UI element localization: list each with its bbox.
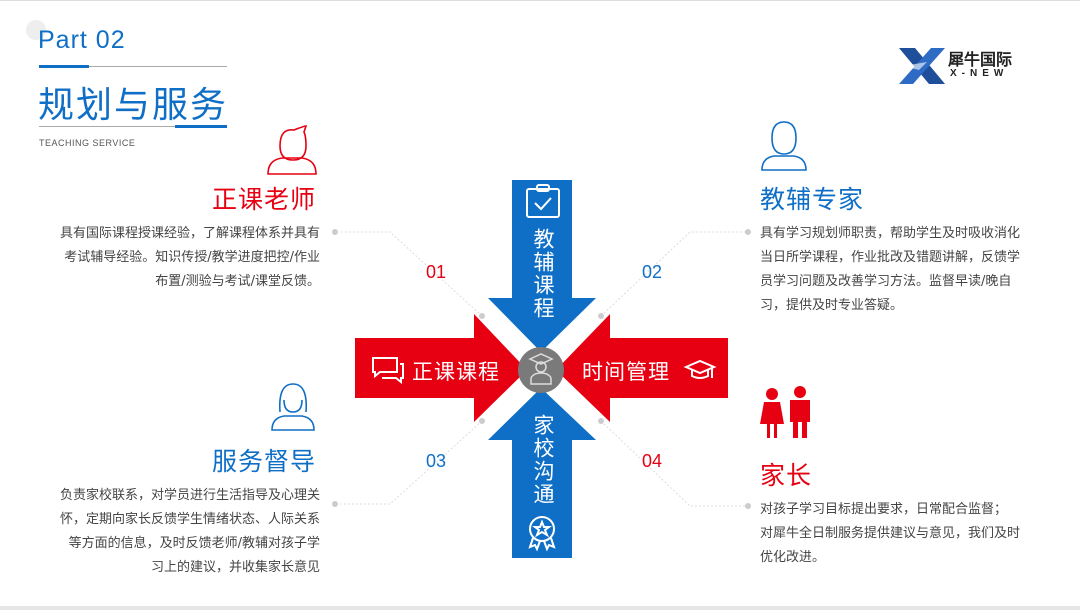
- award-badge-icon: [528, 516, 556, 552]
- desc-line: 具有学习规划师职责，帮助学生及时吸收消化: [760, 226, 1021, 241]
- arrow-bottom: [488, 388, 596, 558]
- section-number-01: 01: [426, 262, 447, 282]
- arrow-right: [556, 314, 728, 422]
- decor-circle: [26, 20, 46, 40]
- section-desc-parents: 对孩子学习目标提出要求，日常配合监督； 对犀牛全日制服务提供建议与意见，我们及时…: [760, 498, 1050, 570]
- graduation-cap-icon: [683, 359, 717, 379]
- desc-line: 习，提供及时专业答疑。: [760, 298, 904, 313]
- desc-line: 对孩子学习目标提出要求，日常配合监督；: [760, 502, 1008, 517]
- bottom-border: [0, 606, 1080, 610]
- arrow-left-label: 正课课程: [412, 360, 500, 384]
- x-new-logo-icon: [899, 48, 945, 84]
- arrow-top-label: 教辅课程: [531, 228, 555, 320]
- desc-line: 布置/测验与考试/课堂反馈。: [155, 274, 320, 289]
- part-number: Part 02: [38, 26, 126, 54]
- section-title-supervisor: 服务督导: [212, 447, 317, 476]
- logo-name-en: X-NEW: [950, 68, 1009, 79]
- expert-icon: [761, 121, 807, 171]
- desc-line: 负责家校联系，对学员进行生活指导及心理关: [59, 488, 320, 503]
- arrow-bottom-label: 家校沟通: [531, 414, 555, 506]
- section-desc-supervisor: 负责家校联系，对学员进行生活指导及心理关 怀，定期向家长反馈学生情绪状态、人际关…: [30, 484, 320, 580]
- section-title-expert: 教辅专家: [760, 185, 865, 214]
- section-number-03: 03: [426, 451, 447, 471]
- top-border: [0, 0, 1080, 1]
- divider-accent: [39, 65, 89, 68]
- arrow-right-label: 时间管理: [582, 360, 670, 384]
- section-number-04: 04: [642, 451, 663, 471]
- student-icon: [528, 353, 554, 385]
- desc-line: 员学习问题及改善学习方法。监督早读/晚自: [760, 274, 1012, 289]
- section-desc-expert: 具有学习规划师职责，帮助学生及时吸收消化 当日所学课程，作业批改及错题讲解，反馈…: [760, 222, 1050, 318]
- desc-line: 考试辅导经验。知识传授/教学进度把控/作业: [64, 250, 320, 265]
- arrow-top: [488, 180, 596, 352]
- chat-bubbles-icon: [372, 357, 404, 385]
- desc-line: 当日所学课程，作业批改及错题讲解，反馈学: [760, 250, 1021, 265]
- logo-name-cn: 犀牛国际: [948, 50, 1013, 69]
- section-title-teacher: 正课老师: [212, 185, 317, 214]
- clipboard-check-icon: [526, 184, 560, 218]
- desc-line: 等方面的信息，及时反馈老师/教辅对孩子学: [68, 536, 320, 551]
- section-number-02: 02: [642, 262, 663, 282]
- section-title-parents: 家长: [760, 461, 813, 490]
- desc-line: 怀，定期向家长反馈学生情绪状态、人际关系: [59, 512, 320, 527]
- page-title: 规划与服务: [38, 85, 229, 126]
- arrow-left: [355, 314, 527, 422]
- desc-line: 优化改进。: [760, 550, 826, 565]
- divider: [39, 66, 227, 67]
- teacher-icon: [267, 125, 317, 175]
- parents-icon: [760, 386, 810, 438]
- section-desc-teacher: 具有国际课程授课经验，了解课程体系并具有 考试辅导经验。知识传授/教学进度把控/…: [30, 222, 320, 294]
- divider: [39, 126, 227, 127]
- desc-line: 对犀牛全日制服务提供建议与意见，我们及时: [760, 526, 1021, 541]
- desc-line: 具有国际课程授课经验，了解课程体系并具有: [59, 226, 320, 241]
- desc-line: 习上的建议，并收集家长意见: [150, 560, 320, 575]
- page-subtitle: TEACHING SERVICE: [39, 138, 136, 148]
- supervisor-icon: [271, 383, 315, 431]
- divider-accent: [175, 125, 227, 128]
